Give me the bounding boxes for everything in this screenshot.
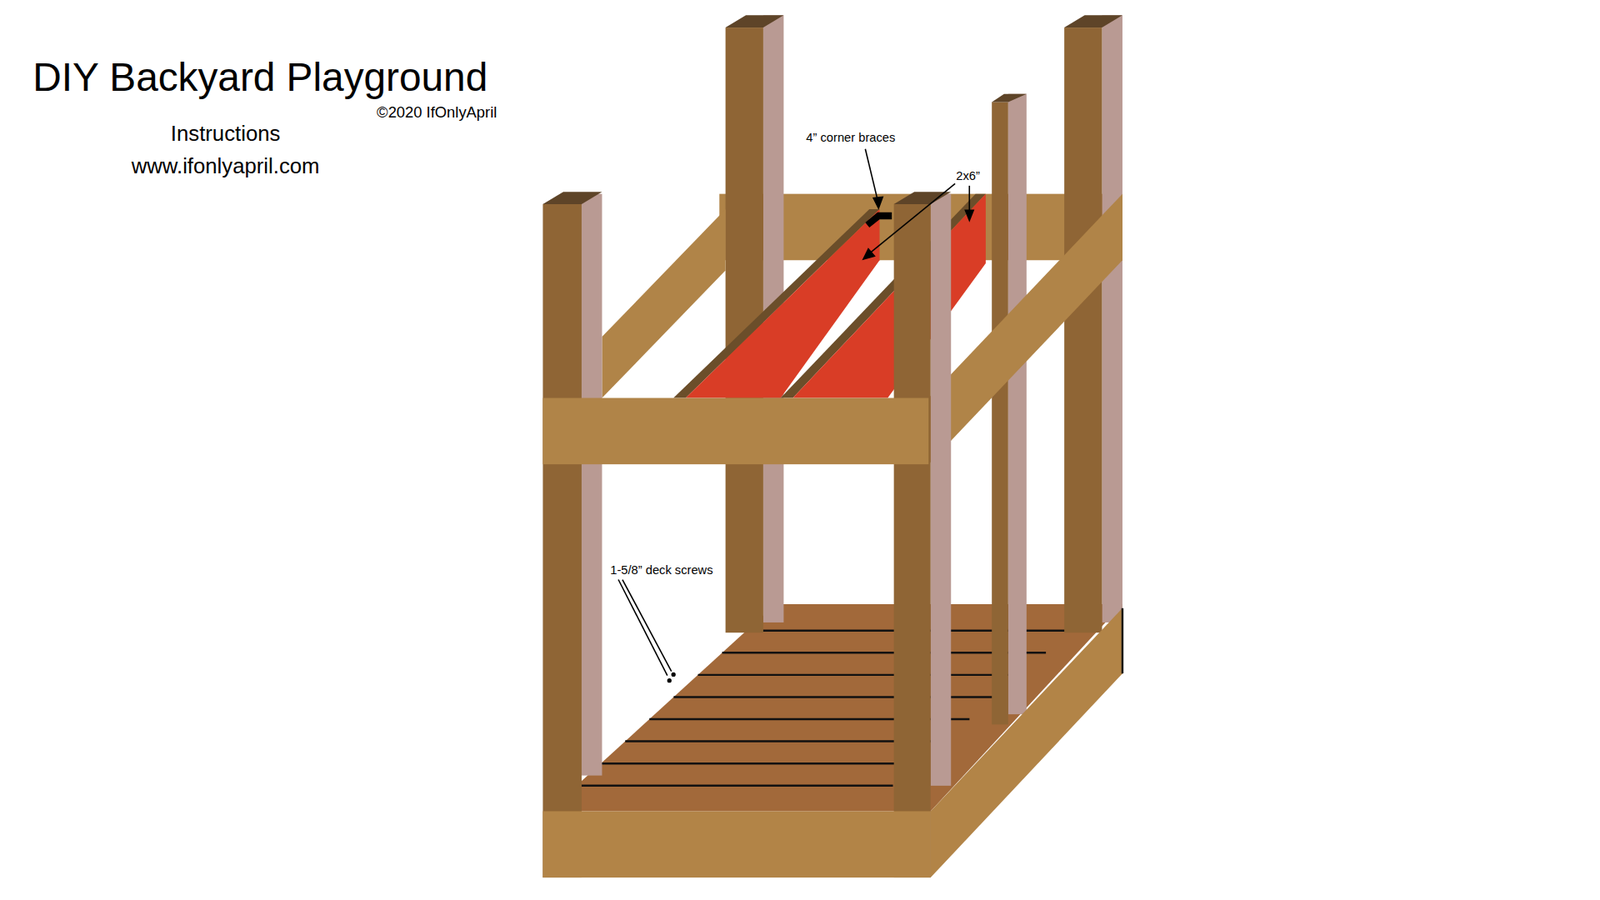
corner-brace xyxy=(865,212,892,228)
deck-line xyxy=(698,674,1021,676)
right-top-beam xyxy=(928,194,1123,465)
website: www.ifonlyapril.com xyxy=(131,155,320,177)
deck-line xyxy=(576,785,894,787)
title: DIY Backyard Playground xyxy=(32,57,488,98)
front-right-post xyxy=(894,191,952,878)
front-floor-beam xyxy=(542,810,930,878)
back-right-post xyxy=(1064,15,1123,633)
front-top-beam xyxy=(542,398,929,465)
middle-right-post xyxy=(991,94,1027,725)
right-floor-beam xyxy=(930,608,1123,878)
joist-edge xyxy=(780,194,986,399)
leader-lines xyxy=(618,149,974,683)
callout-label: 1-5/8” deck screws xyxy=(610,564,713,577)
callout-label: 4” corner braces xyxy=(805,131,895,145)
front-left-post xyxy=(542,191,602,878)
deck-line xyxy=(600,762,919,765)
subtitle: Instructions xyxy=(170,122,280,145)
joist-2x6 xyxy=(792,194,985,399)
callout-label: 2x6” xyxy=(955,169,980,182)
copyright-note: ©2020 IfOnlyApril xyxy=(376,104,497,120)
